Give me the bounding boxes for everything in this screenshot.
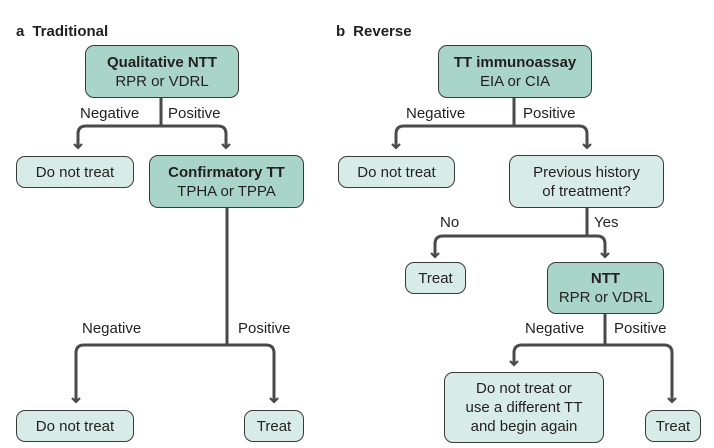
- arrow-a-negative: [73, 124, 161, 150]
- panel-b-heading: b Reverse: [336, 23, 412, 40]
- arrow-b-negative: [391, 124, 514, 150]
- label-b-positive: Positive: [523, 105, 576, 122]
- qualitative-ntt-title: Qualitative NTT: [106, 53, 218, 71]
- label-a-positive: Positive: [168, 105, 221, 122]
- panel-a-title: Traditional: [32, 23, 109, 40]
- treat-box-b1: Treat: [405, 262, 466, 294]
- tt-immunoassay-methods: EIA or CIA: [479, 72, 551, 90]
- panel-a-letter: a: [16, 23, 25, 40]
- treat-box-b2: Treat: [645, 410, 701, 442]
- treat-b1-text: Treat: [418, 269, 453, 287]
- treat-box-a: Treat: [244, 410, 304, 442]
- do-not-treat-b1-text: Do not treat: [357, 163, 436, 181]
- arrow-b-no: [430, 234, 587, 259]
- label-b-positive-2: Positive: [614, 320, 667, 337]
- label-b-no: No: [440, 214, 460, 231]
- label-b-yes: Yes: [594, 214, 619, 231]
- confirmatory-tt-methods: TPHA or TPPA: [177, 182, 276, 200]
- do-not-treat-a1-text: Do not treat: [35, 163, 115, 181]
- arrow-a-positive: [161, 124, 231, 150]
- arrow-b-positive-2: [605, 343, 677, 404]
- do-not-treat-a2-text: Do not treat: [35, 417, 115, 435]
- retest-line3: and begin again: [470, 418, 578, 435]
- label-a-negative: Negative: [80, 105, 140, 122]
- previous-history-line2: of treatment?: [542, 182, 631, 200]
- retest-line2: use a different TT: [465, 399, 583, 416]
- ntt-methods: RPR or VDRL: [558, 289, 653, 306]
- qualitative-ntt-methods: RPR or VDRL: [115, 72, 209, 90]
- previous-history-box: Previous history of treatment?: [509, 155, 664, 208]
- label-b-negative-2: Negative: [525, 320, 585, 337]
- panel-b-title: Reverse: [353, 23, 412, 40]
- do-not-treat-box-b1: Do not treat: [338, 156, 455, 188]
- arrow-a-positive-2: [227, 343, 279, 404]
- label-a-positive-2: Positive: [238, 320, 291, 337]
- arrow-b-positive: [514, 124, 592, 150]
- do-not-treat-or-retest-box: Do not treat or use a different TT and b…: [444, 372, 604, 443]
- tt-immunoassay-box: TT immunoassay EIA or CIA: [438, 45, 592, 98]
- treat-a-text: Treat: [256, 417, 292, 435]
- retest-line1: Do not treat or: [476, 380, 572, 397]
- confirmatory-tt-box: Confirmatory TT TPHA or TPPA: [149, 155, 304, 208]
- ntt-title: NTT: [590, 270, 621, 287]
- label-b-negative: Negative: [406, 105, 466, 122]
- treat-b2-text: Treat: [655, 417, 691, 435]
- arrow-b-yes: [587, 234, 610, 259]
- tt-immunoassay-title: TT immunoassay: [453, 53, 577, 71]
- label-a-negative-2: Negative: [82, 320, 142, 337]
- arrow-b-negative-2: [509, 343, 605, 367]
- confirmatory-tt-title: Confirmatory TT: [168, 163, 285, 181]
- arrow-a-negative-2: [71, 343, 227, 404]
- ntt-box: NTT RPR or VDRL: [547, 262, 664, 314]
- panel-a-heading: a Traditional: [16, 23, 108, 40]
- do-not-treat-box-a1: Do not treat: [16, 156, 134, 188]
- qualitative-ntt-box: Qualitative NTT RPR or VDRL: [85, 45, 239, 98]
- panel-b-letter: b: [336, 23, 346, 40]
- do-not-treat-box-a2: Do not treat: [16, 410, 134, 442]
- previous-history-line1: Previous history: [533, 163, 640, 181]
